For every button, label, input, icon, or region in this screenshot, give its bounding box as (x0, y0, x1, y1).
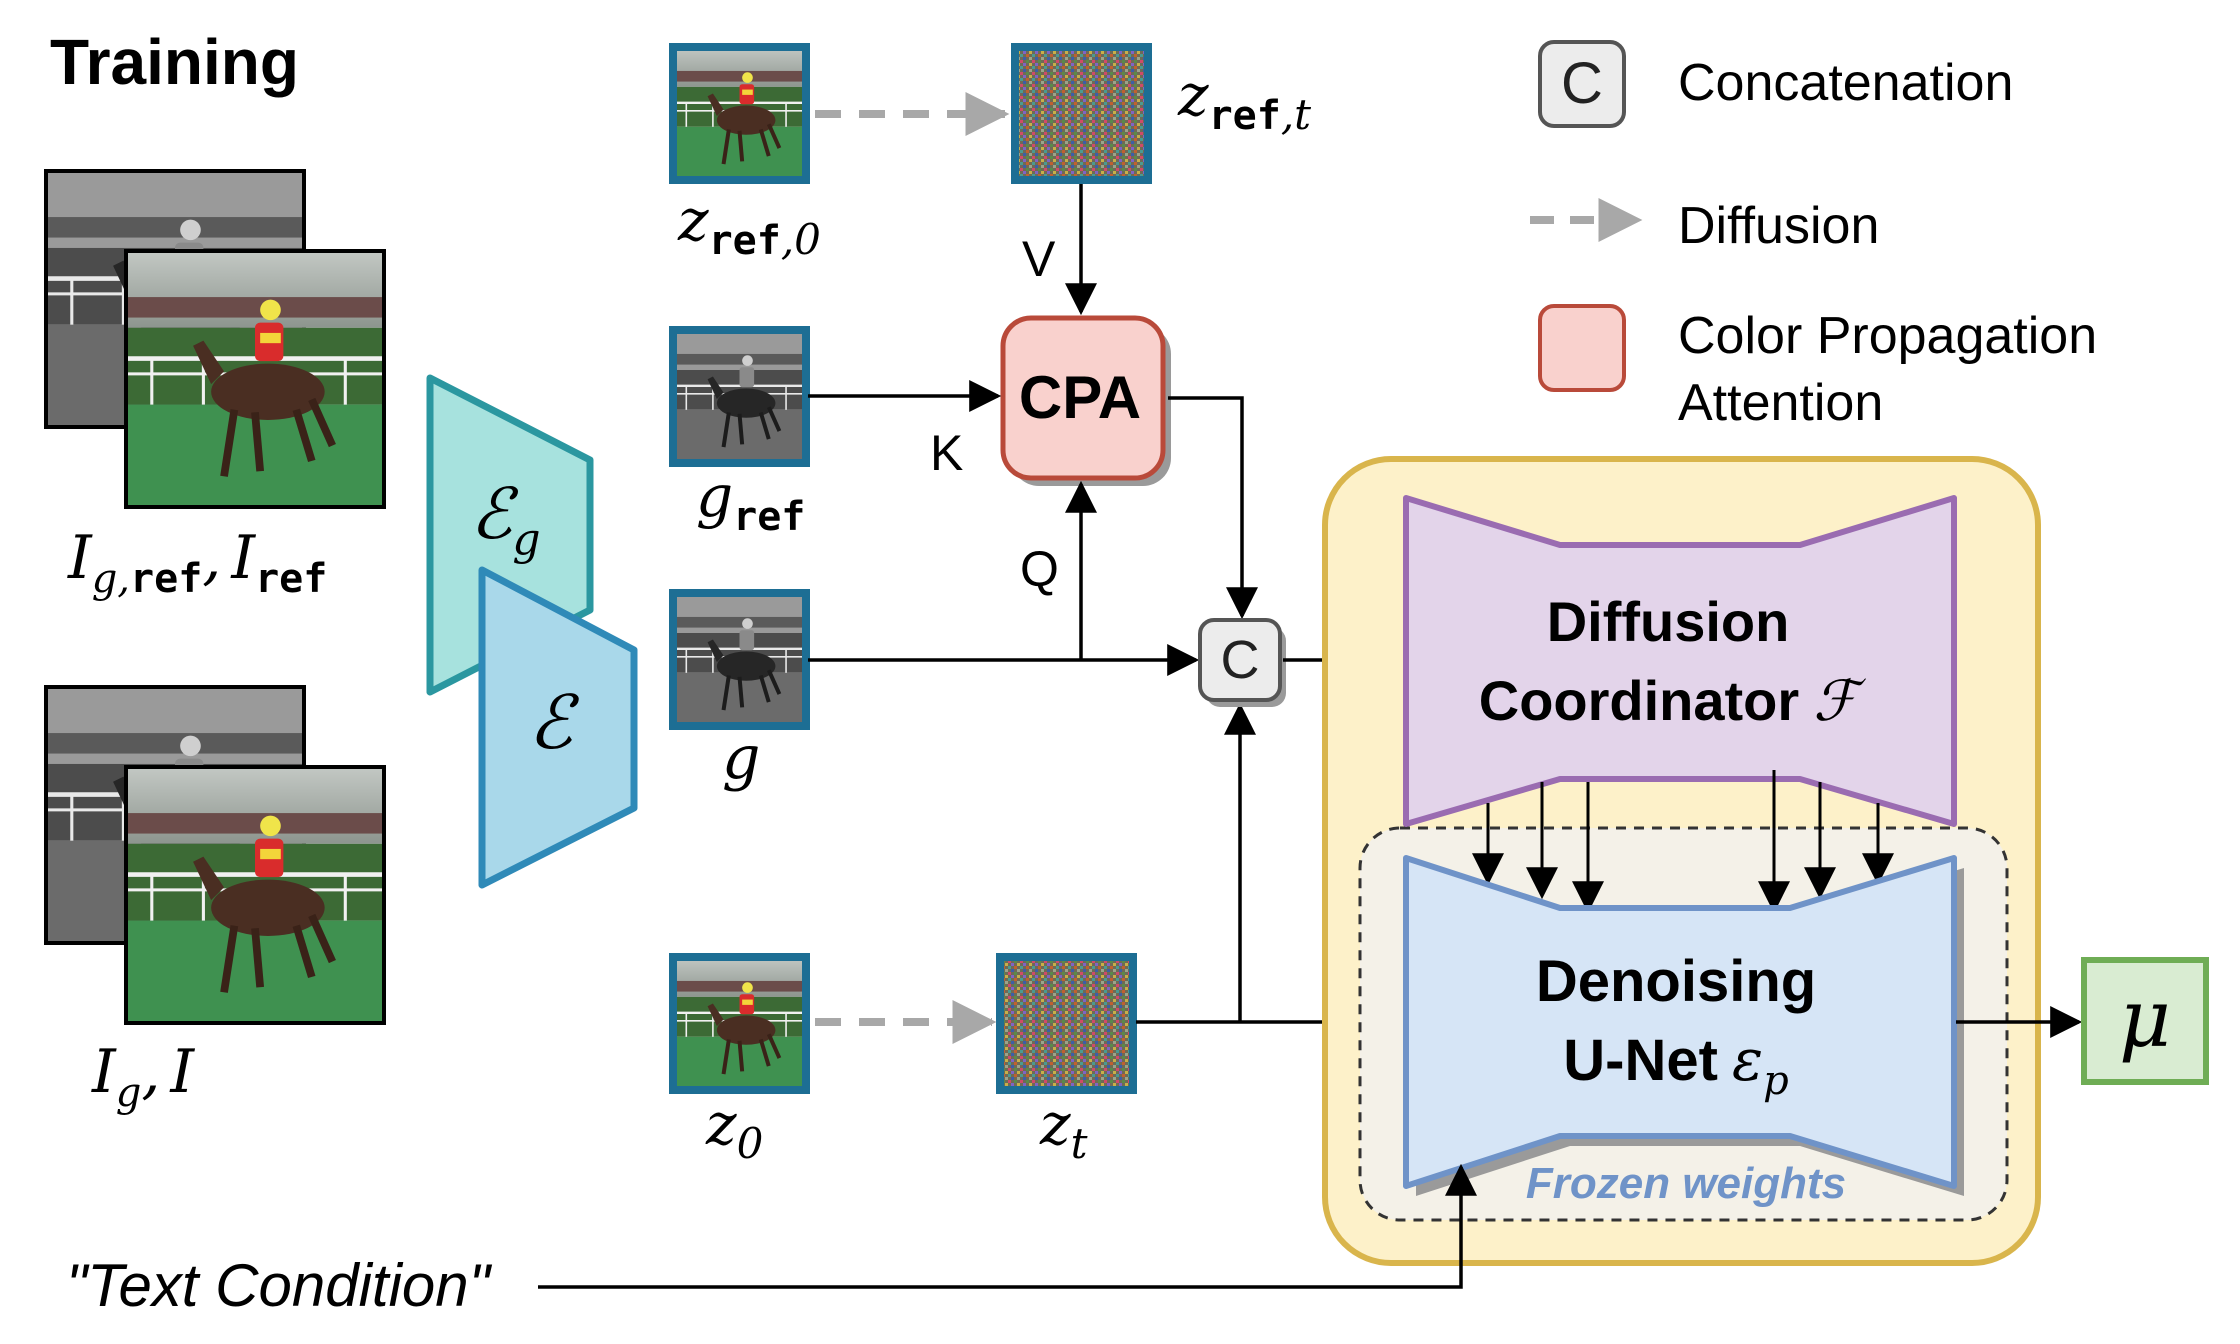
legend-cpa-icon (1538, 304, 1626, 392)
thumb-z-0 (669, 953, 810, 1094)
label-z-ref-t: zref,t (1177, 61, 1311, 139)
label-z-0: z0 (705, 1090, 763, 1168)
legend-cpa-label-line2: Attention (1678, 374, 1883, 432)
concat-symbol: C (1221, 630, 1260, 690)
thumb-g-ref (669, 326, 810, 467)
cpa-block: CPA (1000, 315, 1171, 486)
ref-color-photo (124, 249, 386, 509)
target-pair-label: Ig,I (91, 1037, 195, 1116)
unet-line1: Denoising (1536, 949, 1816, 1014)
target-image-stack (44, 685, 386, 1025)
label-v: V (1022, 231, 1056, 287)
ref-image-stack (44, 169, 386, 509)
output-mu-symbol: μ (2119, 972, 2171, 1065)
output-mu: μ (2081, 957, 2209, 1085)
thumb-z-ref-t (1011, 43, 1152, 184)
frozen-weights-label: Frozen weights (1526, 1159, 1846, 1208)
concat-node: C (1198, 618, 1286, 707)
legend-concat-icon: C (1538, 40, 1626, 128)
encoder-e: ℰ (478, 566, 638, 889)
coordinator-line1: Diffusion (1547, 590, 1790, 653)
label-g: g (722, 723, 760, 793)
svg-text:C: C (1561, 51, 1603, 116)
legend-diffusion-label: Diffusion (1678, 197, 1879, 255)
svg-text:ℰg: ℰg (470, 473, 541, 565)
diagram-title: Training (50, 26, 299, 98)
ref-pair-label: Ig,ref,Iref (67, 523, 327, 602)
coordinator-to-unet-arrows (1472, 770, 1894, 914)
target-color-photo (124, 765, 386, 1025)
arrow-text-condition (538, 1163, 1477, 1289)
thumb-g (669, 589, 810, 730)
arrow-cpa-to-concat (1168, 396, 1258, 620)
label-z-ref-0: zref,0 (677, 186, 821, 264)
label-q: Q (1020, 541, 1059, 597)
legend-cpa-label-line1: Color Propagation (1678, 307, 2097, 365)
label-g-ref: gref (696, 462, 805, 540)
legend-concat-label: Concatenation (1678, 54, 2013, 112)
text-condition-label: "Text Condition" (66, 1252, 493, 1319)
legend: C Concatenation Diffusion Color Propagat… (1530, 40, 2097, 432)
label-z-t: zt (1039, 1090, 1088, 1168)
thumb-z-ref-0 (669, 43, 810, 184)
cpa-label: CPA (1019, 364, 1141, 431)
label-k: K (930, 425, 963, 481)
thumb-z-t (996, 953, 1137, 1094)
svg-text:ℰ: ℰ (528, 680, 580, 766)
